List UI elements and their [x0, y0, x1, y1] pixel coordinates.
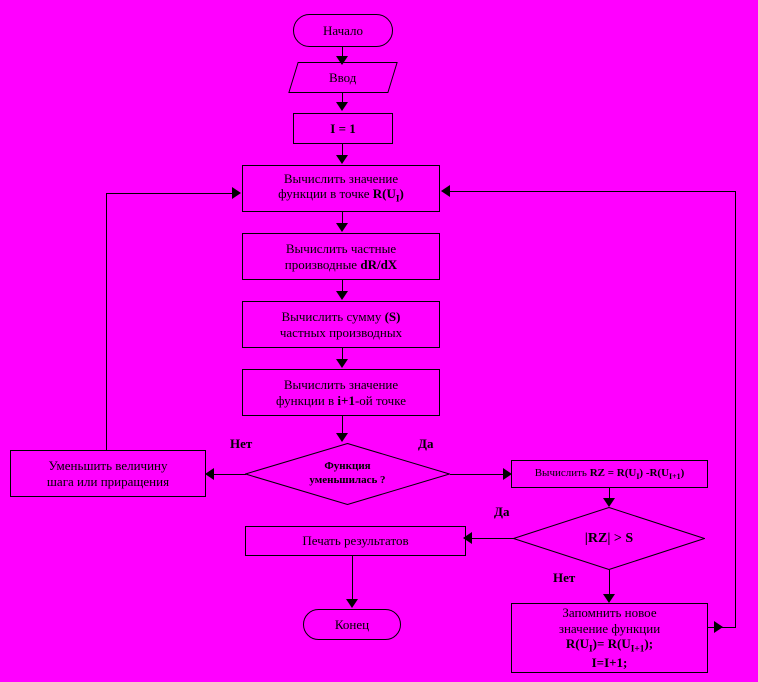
node-calc-rz-sub3: I+1: [669, 471, 681, 481]
node-decision-rz: |RZ| > S: [513, 507, 705, 570]
node-end-label: Конец: [334, 616, 370, 632]
node-store-line4: I=I+1;: [591, 655, 628, 671]
arrowhead-calcrz-to-decision2: [603, 498, 615, 507]
edge-label-no-rz: Нет: [553, 570, 576, 585]
node-store-line3-sub-a: I: [589, 644, 593, 655]
node-print: Печать результатов: [245, 526, 466, 556]
node-calc-partials-line2-bold: dR/dX: [360, 256, 398, 272]
arrowhead-decision1-to-calcrz: [503, 468, 512, 480]
edge-input-to-init: [342, 93, 343, 104]
node-calc-value-line2-pre: функции в точке: [278, 186, 373, 202]
arrowhead-sum-to-next: [336, 359, 348, 368]
arrowhead-input-to-init: [336, 102, 348, 111]
node-calc-rz-bold1: RZ: [589, 466, 605, 479]
node-end: Конец: [303, 609, 401, 640]
arrowhead-partials-to-sum: [336, 291, 348, 300]
node-calc-rz-eq: =: [604, 466, 617, 479]
edge-store-loop-vertical: [735, 191, 736, 628]
edge-store-loop-horizontal-in: [450, 191, 736, 192]
arrowhead-store-loop-to-calcvalue: [441, 185, 450, 197]
node-calc-next-line2-bold: i+1: [337, 392, 355, 408]
edge-decision2-to-store: [609, 570, 610, 596]
node-calc-partials-line2-pre: производные: [284, 256, 361, 272]
node-init: I = 1: [293, 113, 393, 144]
arrowhead-decision2-to-store: [603, 594, 615, 603]
node-calc-sum-line1-bold: (S): [384, 309, 401, 325]
node-calc-value-line1: Вычислить значение: [283, 171, 399, 187]
node-decrease-step-line1: Уменьшить величину: [48, 458, 168, 474]
node-calc-sum: Вычислить сумму (S) частных производных: [242, 301, 440, 348]
node-calc-value-line2-sub: I: [395, 194, 400, 205]
edge-decrease-loop-vertical: [106, 193, 107, 451]
node-decision-decreased: Функция уменьшилась ?: [245, 443, 450, 505]
edge-decision1-to-decrease: [214, 474, 246, 475]
edge-decrease-loop-horizontal: [106, 193, 234, 194]
node-calc-rz-bold3: R(U: [649, 466, 670, 479]
edge-partials-to-sum: [342, 280, 343, 292]
node-calc-rz-pre: Вычислить: [534, 466, 590, 479]
node-calc-next-line2-pre: функции в: [276, 392, 338, 408]
node-calc-next: Вычислить значение функции в i+1-ой точк…: [242, 369, 440, 416]
edge-init-to-calcvalue: [342, 144, 343, 156]
node-calc-next-line2-post: -ой точке: [354, 392, 406, 408]
edge-calcrz-to-decision2: [609, 488, 610, 500]
arrowhead-calcvalue-to-partials: [336, 223, 348, 232]
arrowhead-store-loop-out: [714, 621, 723, 633]
node-store-line2: значение функции: [558, 620, 661, 636]
edge-start-to-input: [342, 47, 343, 58]
arrowhead-start-to-input: [336, 56, 348, 65]
node-calc-sum-line1-pre: Вычислить сумму: [281, 309, 385, 325]
edge-print-to-end: [352, 556, 353, 600]
decision-rz-diamond-shape: [513, 507, 705, 570]
node-calc-rz-sub2: I: [636, 471, 640, 481]
edge-label-yes-rz: Да: [494, 504, 510, 519]
node-decrease-step: Уменьшить величину шага или приращения: [10, 450, 206, 497]
node-decision-decreased-line1: Функция: [324, 460, 371, 473]
node-calc-rz-bold2: R(U: [616, 466, 637, 479]
node-input: Ввод: [288, 62, 398, 93]
edge-label-yes-decreased: Да: [418, 436, 434, 451]
node-start-label: Начало: [322, 22, 364, 38]
node-input-label: Ввод: [329, 69, 357, 85]
node-calc-sum-line2: частных производных: [279, 324, 403, 340]
edge-label-no-decreased: Нет: [230, 436, 253, 451]
node-init-label: I = 1: [330, 120, 356, 136]
arrowhead-init-to-calcvalue: [336, 155, 348, 164]
node-calc-next-line1: Вычислить значение: [283, 377, 399, 393]
node-calc-value-line2-post: ): [399, 186, 404, 202]
node-decision-decreased-line2: уменьшилась ?: [309, 474, 386, 486]
node-calc-rz-bold3b: ): [680, 466, 685, 479]
node-decrease-step-line2: шага или приращения: [46, 473, 170, 489]
node-calc-partials: Вычислить частные производные dR/dX: [242, 233, 440, 280]
arrowhead-decrease-loop-to-calcvalue: [232, 187, 241, 199]
edge-decision2-to-print: [472, 538, 514, 539]
node-calc-partials-line1: Вычислить частные: [285, 241, 397, 257]
arrowhead-next-to-decision1: [336, 433, 348, 442]
node-store-line3-sub-b: I+1: [630, 644, 645, 655]
node-calc-value: Вычислить значение функции в точке R(UI): [242, 165, 440, 212]
node-start: Начало: [293, 14, 393, 47]
decision-diamond-shape: [245, 443, 450, 505]
node-store-line1: Запомнить новое: [562, 605, 657, 621]
arrowhead-print-to-end: [346, 599, 358, 608]
edge-sum-to-next: [342, 348, 343, 360]
node-store-line3-c: );: [644, 635, 654, 651]
node-decision-rz-label: |RZ| > S: [584, 530, 634, 546]
node-calc-rz-bold2b: ) -: [639, 466, 650, 479]
node-store: Запомнить новое значение функции R(UI)= …: [511, 603, 708, 673]
node-print-label: Печать результатов: [302, 533, 409, 549]
arrowhead-decision1-to-decrease: [205, 468, 214, 480]
edge-calcvalue-to-partials: [342, 212, 343, 224]
node-store-line3-a: R(U: [565, 635, 590, 651]
edge-next-to-decision1: [342, 416, 343, 434]
arrowhead-decision2-to-print: [463, 532, 472, 544]
node-store-line3-b: )= R(U: [592, 635, 631, 651]
node-calc-value-line2-bold: R(U: [372, 186, 396, 202]
edge-decision1-to-calcrz: [450, 474, 505, 475]
node-calc-rz: Вычислить RZ = R(UI) -R(UI+1): [511, 460, 708, 488]
